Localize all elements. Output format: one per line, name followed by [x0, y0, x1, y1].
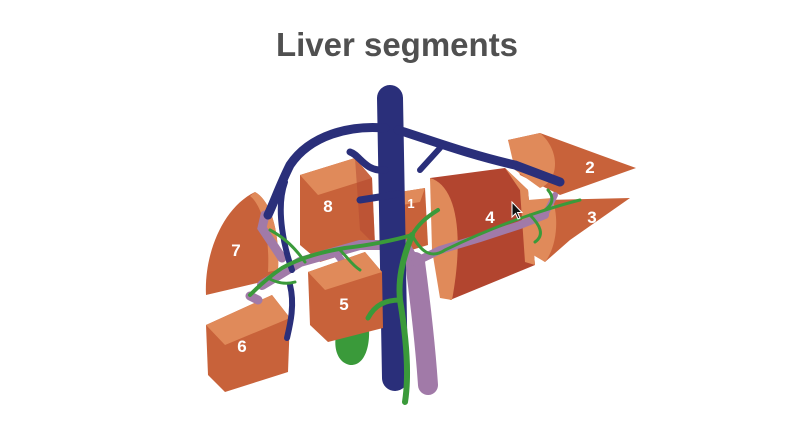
segment-label-1: 1	[407, 196, 414, 211]
liver-segment-2: 2	[508, 133, 636, 195]
segment-label-6: 6	[237, 337, 246, 356]
liver-segment-8: 8	[300, 158, 375, 262]
diagram-title: Liver segments	[275, 26, 519, 63]
liver-segment-6: 6	[206, 295, 290, 392]
mouse-cursor-icon	[511, 200, 524, 220]
segment-label-4: 4	[485, 208, 495, 227]
bile-duct	[248, 188, 582, 405]
liver-segment-3: 3	[528, 198, 630, 262]
segment-label-7: 7	[231, 241, 240, 260]
segment-label-2: 2	[585, 158, 594, 177]
liver-segment-5: 5	[308, 252, 383, 342]
segment-label-8: 8	[323, 197, 332, 216]
segment-label-5: 5	[339, 295, 348, 314]
segment-label-3: 3	[587, 208, 596, 227]
